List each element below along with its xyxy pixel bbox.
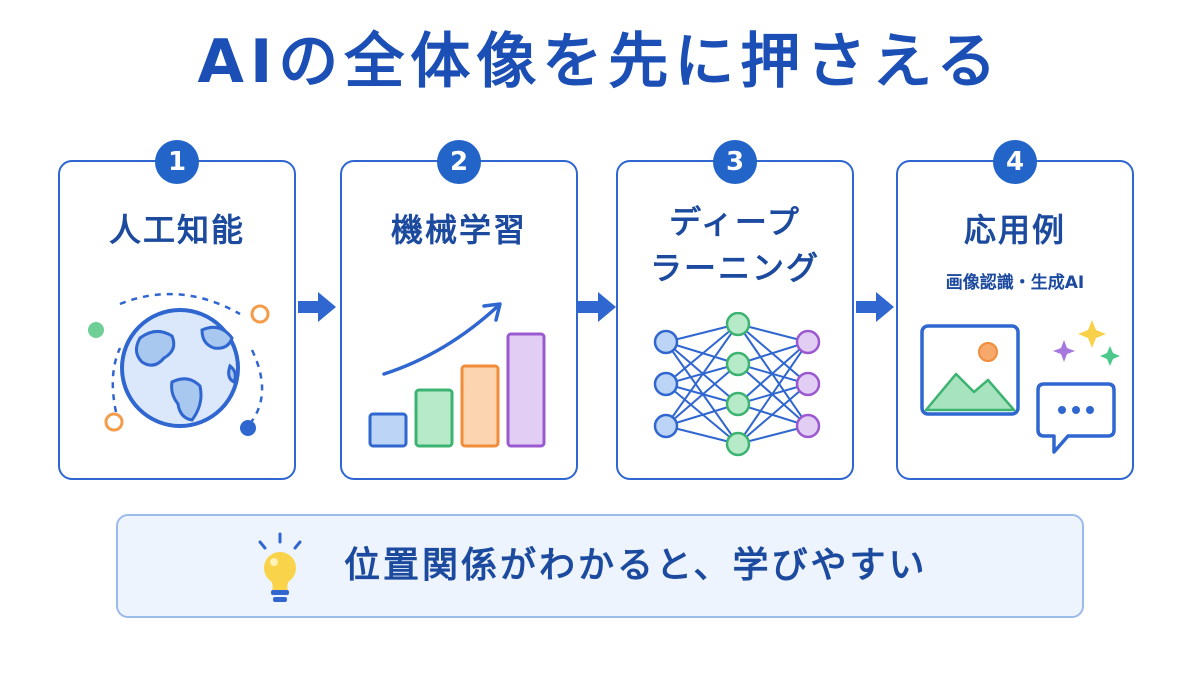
tip-text: 位置関係がわかると、学びやすい [344, 545, 928, 586]
step-number-badge: 3 [713, 140, 757, 184]
step-card-applications: 4 応用例 画像認識・生成AI [896, 140, 1134, 480]
step-title-line1: ディープ [669, 203, 801, 241]
step-card-deep-learning: 3 ディープ ラーニング [616, 140, 854, 480]
step-subtitle: 画像認識・生成AI [945, 273, 1085, 293]
step-title: 応用例 [963, 211, 1066, 249]
bar-chart-growth-icon [368, 302, 546, 448]
step-title-line2: ラーニング [649, 249, 820, 287]
image-icon [920, 324, 1020, 416]
step-number-badge: 2 [437, 140, 481, 184]
chat-bubble-icon [1036, 382, 1116, 454]
neural-network-icon [653, 312, 821, 457]
arrow-right-icon [856, 292, 894, 322]
step-card-ai: 1 人工知能 [58, 140, 296, 480]
globe-icon [88, 292, 270, 436]
arrow-right-icon [298, 292, 336, 322]
step-card-machine-learning: 2 機械学習 [340, 140, 578, 480]
page-title: AIの全体像を先に押さえる [197, 27, 1003, 97]
lightbulb-icon [258, 532, 302, 602]
step-number-badge: 1 [155, 140, 199, 184]
arrow-right-icon [578, 292, 616, 322]
step-number-badge: 4 [993, 140, 1037, 184]
tip-box: 位置関係がわかると、学びやすい [116, 514, 1084, 618]
step-title: 機械学習 [390, 211, 527, 249]
sparkle-icon [1053, 320, 1120, 366]
step-title: 人工知能 [108, 211, 245, 249]
